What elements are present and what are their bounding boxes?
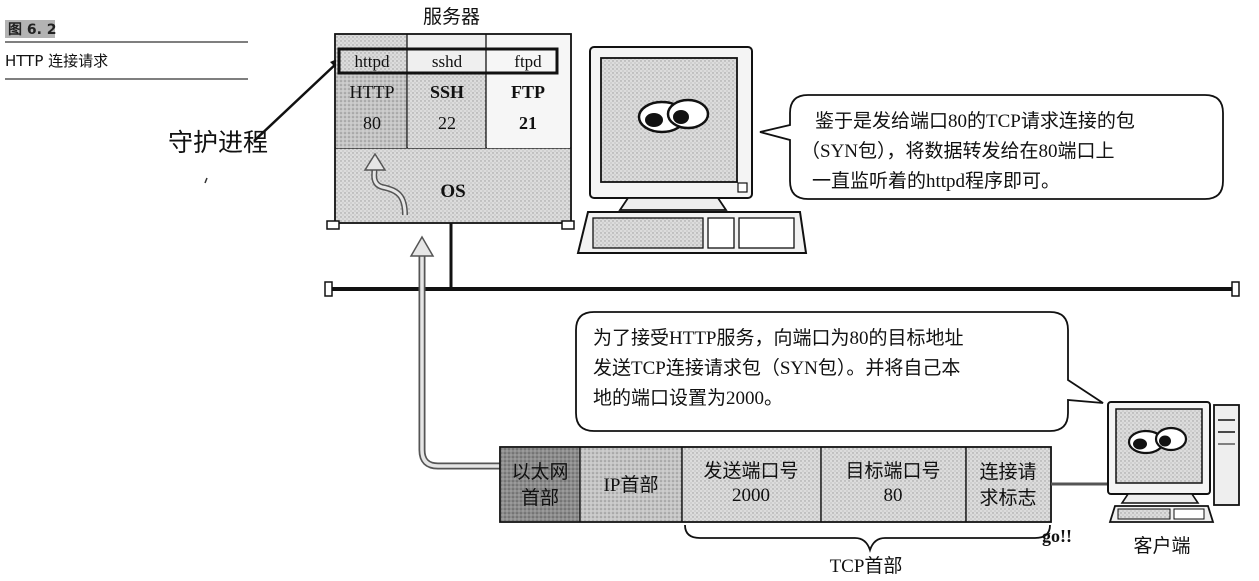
packet-dst-port-label: 目标端口号: [845, 460, 940, 482]
daemon-port-21: 21: [519, 113, 537, 133]
daemon-pointer-line: [253, 61, 339, 142]
packet: 以太网 首部 IP首部 发送端口号 2000 目标端口号 80 连接请 求标志 …: [499, 446, 1072, 577]
client-bubble-line-3: 地的端口设置为2000。: [593, 387, 783, 409]
server-bubble-line-2: （SYN包），将数据转发给在80端口上: [801, 140, 1115, 162]
server-title: 服务器: [423, 6, 480, 28]
figure-number: 图 6. 2: [8, 22, 57, 38]
tcp-header-label: TCP首部: [830, 555, 903, 577]
client-computer: 客户端: [1107, 401, 1240, 557]
client-tower: [1213, 404, 1240, 506]
figure-caption: HTTP 连接请求: [5, 52, 108, 70]
packet-field-syn-flag: [967, 448, 1050, 521]
daemon-label: 守护进程: [168, 129, 268, 157]
packet-ethernet-line-2: 首部: [521, 487, 559, 509]
packet-field-src-port: [683, 448, 821, 521]
daemon-port-22: 22: [438, 113, 456, 133]
figure-label: 图 6. 2 HTTP 连接请求: [5, 20, 248, 80]
server-monitor: [576, 46, 808, 254]
daemon-protocol-ssh: SSH: [430, 82, 464, 102]
server-foot-right: [561, 220, 575, 230]
bus-terminator-left: [324, 281, 333, 297]
packet-field-ip: [581, 448, 682, 521]
packet-syn-line-2: 求标志: [979, 487, 1036, 509]
daemon-protocol-http: HTTP: [350, 82, 395, 102]
packet-ip-label: IP首部: [604, 474, 659, 496]
daemon-protocol-ftp: FTP: [511, 82, 545, 102]
daemon-process-httpd: httpd: [355, 52, 390, 71]
server-bubble-line-1: 鉴于是发给端口80的TCP请求连接的包: [815, 110, 1135, 132]
daemon-highlight-box: [337, 47, 559, 75]
packet-src-port-label: 发送端口号: [703, 460, 798, 482]
go-label: go!!: [1042, 526, 1072, 546]
stray-mark: [204, 177, 208, 184]
daemon-port-80: 80: [363, 113, 381, 133]
packet-dst-port-value: 80: [884, 485, 903, 506]
bus-terminator-right: [1231, 281, 1240, 297]
packet-uplink-arrow: [418, 255, 500, 470]
packet-field-ethernet: [501, 448, 580, 521]
server-chassis: [334, 33, 572, 224]
figure-number-bar: [5, 20, 55, 38]
packet-syn-line-1: 连接请: [979, 461, 1036, 483]
os-label: OS: [440, 181, 465, 202]
tcp-header-brace: [684, 524, 1051, 553]
client-bubble-line-2: 发送TCP连接请求包（SYN包）。并将自己本: [593, 357, 960, 379]
daemon-process-sshd: sshd: [432, 52, 463, 71]
server-speech-bubble: 鉴于是发给端口80的TCP请求连接的包 （SYN包），将数据转发给在80端口上 …: [759, 94, 1224, 200]
client-label: 客户端: [1133, 535, 1190, 557]
packet-src-port-value: 2000: [732, 485, 770, 506]
server: 服务器 httpd sshd ftpd HTTP SSH FTP 80 22 2…: [326, 6, 575, 230]
packet-field-dst-port: [822, 448, 966, 521]
server-foot-left: [326, 220, 340, 230]
packet-ethernet-line-1: 以太网: [511, 461, 568, 483]
server-bubble-line-3: 一直监听着的httpd程序即可。: [812, 170, 1060, 192]
client-speech-bubble: 为了接受HTTP服务，向端口为80的目标地址 发送TCP连接请求包（SYN包）。…: [575, 311, 1104, 432]
client-bubble-line-1: 为了接受HTTP服务，向端口为80的目标地址: [593, 327, 964, 349]
daemon-process-ftpd: ftpd: [514, 52, 542, 71]
